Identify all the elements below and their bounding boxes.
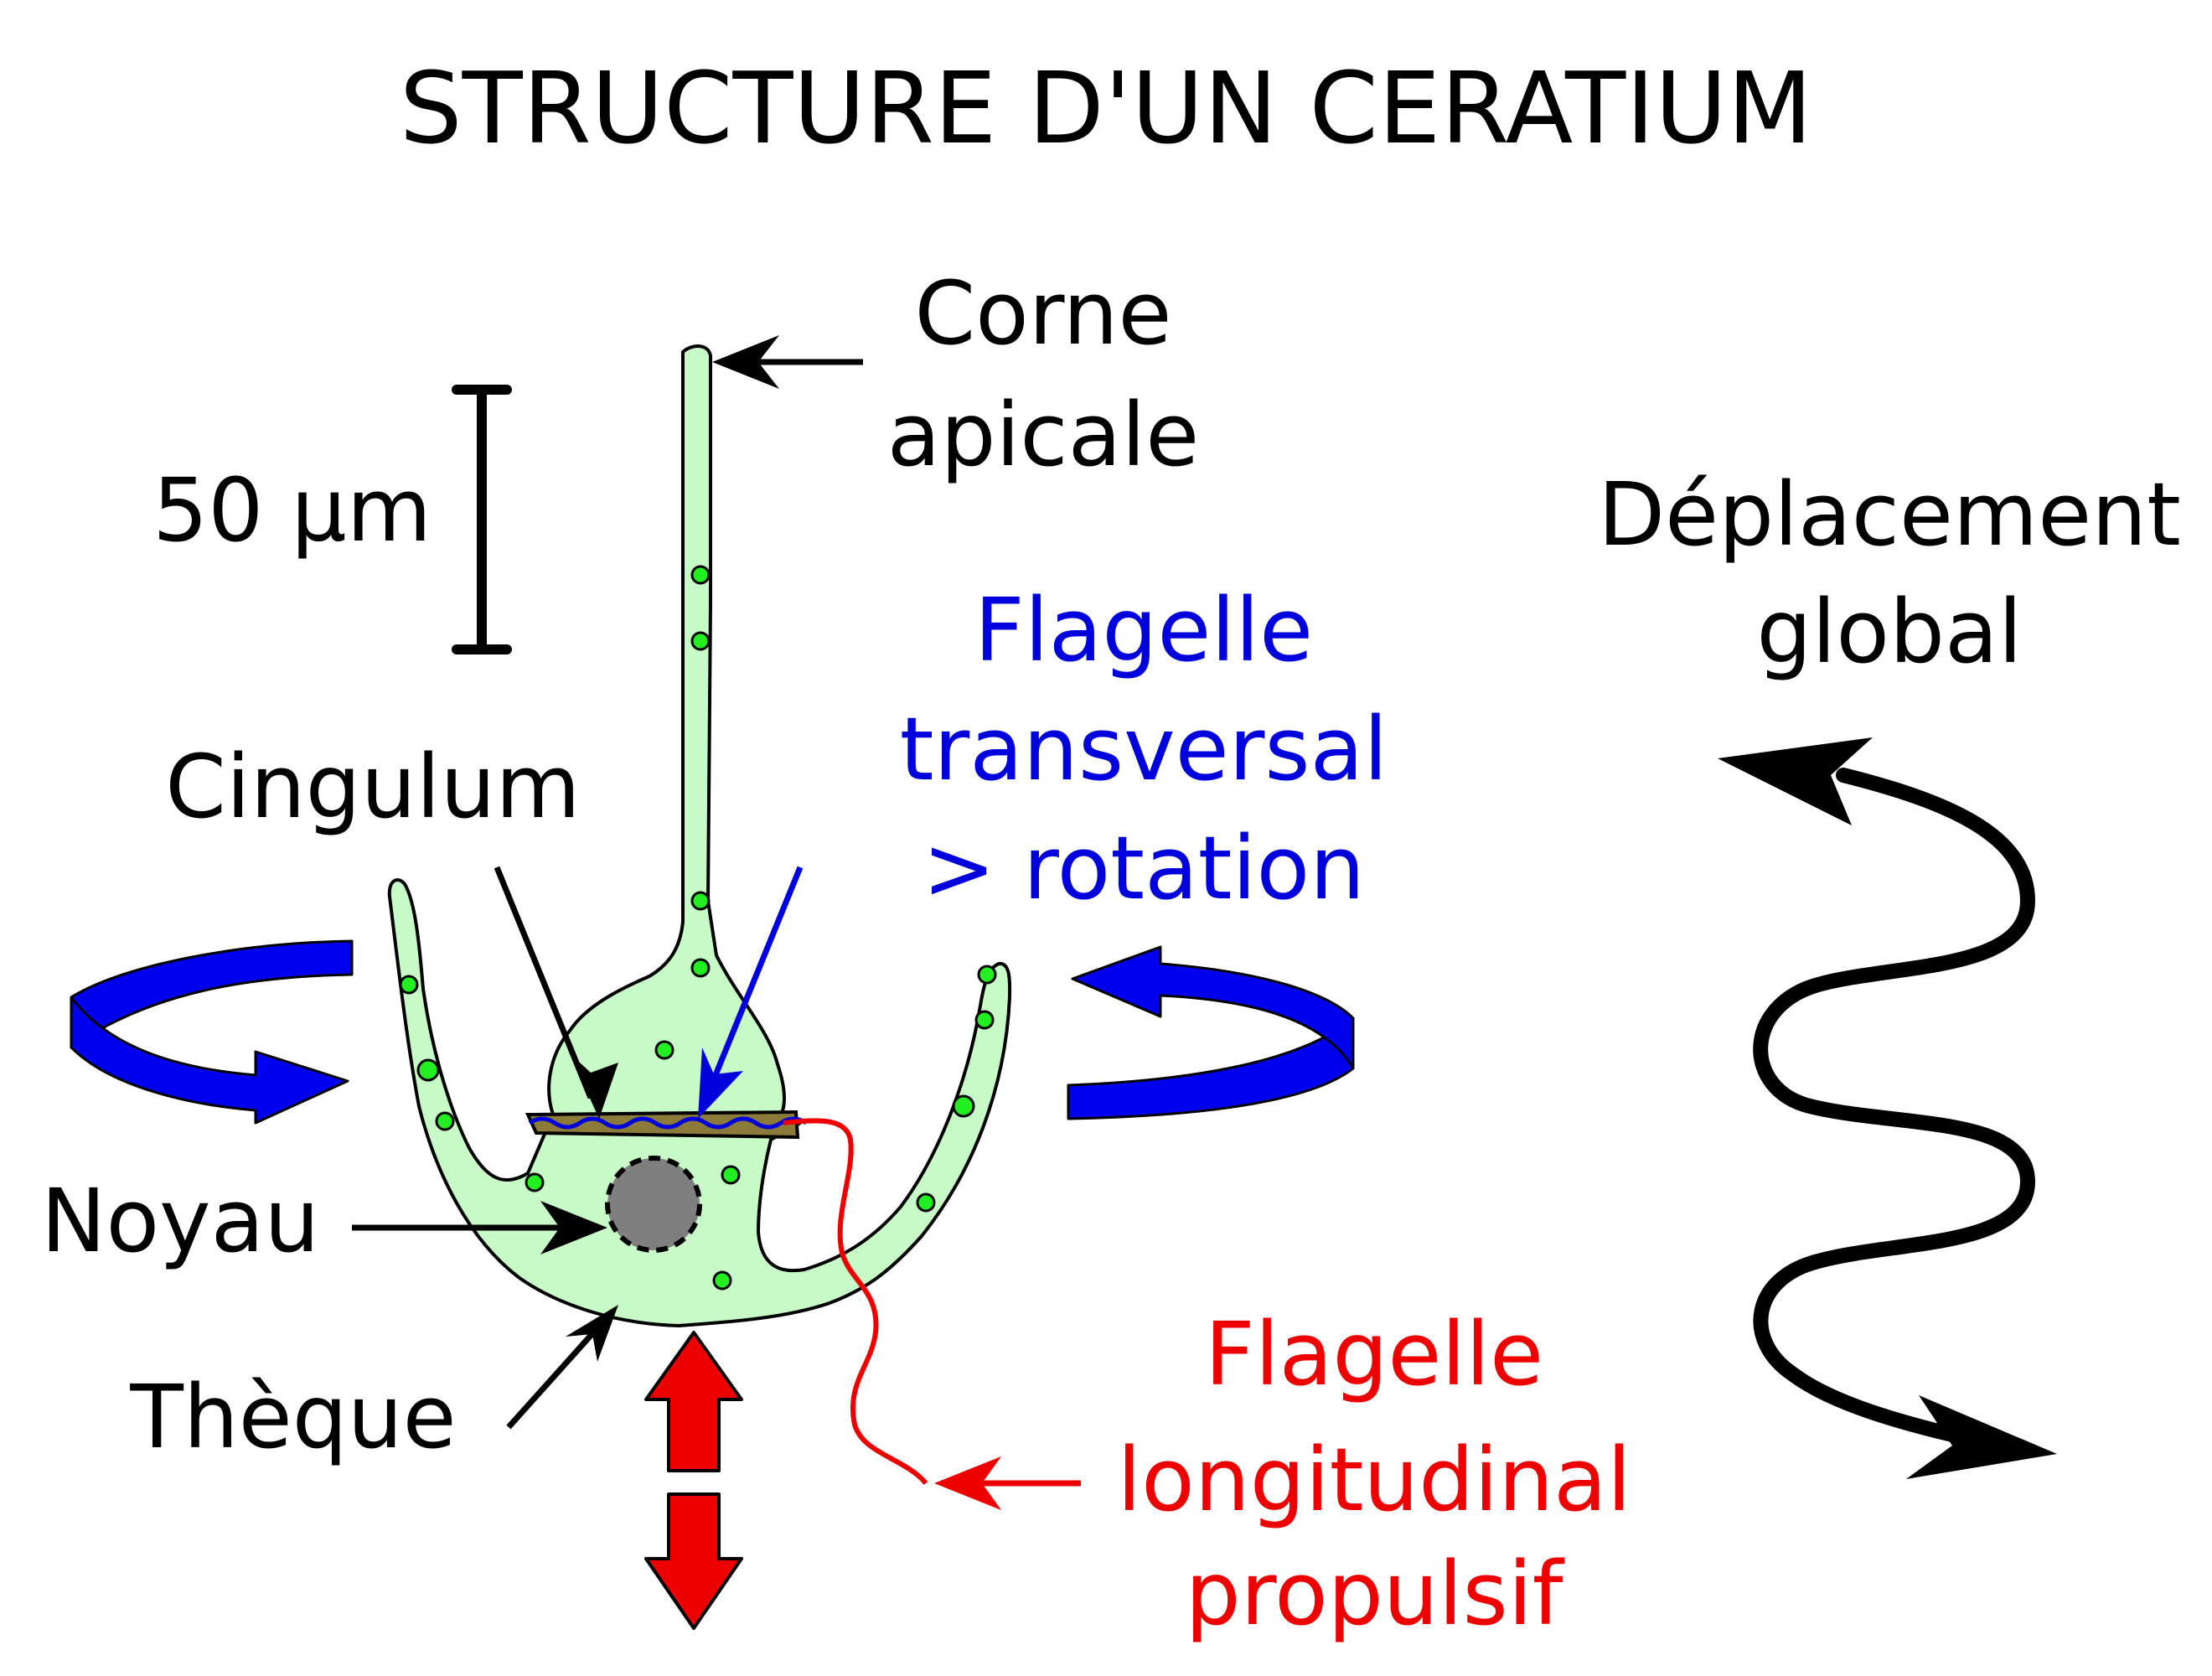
rotation-arrow-right: [1067, 945, 1355, 1120]
trajectory-arrow: [1718, 737, 2057, 1479]
theque-pointer-arrow: [506, 1305, 618, 1430]
scale-label: 50 µm: [152, 459, 432, 561]
deplacement-global-label-line2: global: [1756, 581, 2022, 683]
flagelle-longitudinal-label-line1: Flagelle: [1205, 1303, 1543, 1405]
granule: [721, 1165, 741, 1185]
granule: [916, 1192, 936, 1213]
granule: [399, 975, 419, 995]
flagelle-longitudinal-label-line3: propulsif: [1186, 1543, 1565, 1645]
diagram-title: STRUCTURE D'UN CERATIUM: [400, 50, 1812, 166]
deplacement-global-label-line1: Déplacement: [1598, 463, 2181, 566]
propulsion-arrow: [644, 1331, 743, 1630]
granule: [690, 958, 711, 978]
granule: [690, 565, 711, 585]
corne-apicale-label-line2: apicale: [887, 384, 1199, 486]
flagelle-transversal-label-line1: Flagelle: [974, 579, 1313, 681]
flagelle-transversal-label-line2: transversal: [900, 698, 1388, 800]
granule: [416, 1058, 440, 1082]
noyau-pointer-arrow: [352, 1201, 607, 1254]
granule: [977, 965, 997, 985]
flagelle-transversal-label-line3: > rotation: [923, 817, 1365, 919]
granule: [525, 1172, 545, 1192]
corne-apicale-pointer-arrow: [712, 335, 863, 389]
cingulum-label: Cingulum: [165, 736, 580, 838]
cytoplasm-granules: [399, 565, 997, 1291]
granule: [435, 1111, 455, 1131]
cingulum-band: [525, 1110, 808, 1140]
flagelle-longitudinal-pointer-arrow: [934, 1456, 1081, 1510]
granule: [690, 631, 711, 651]
granule: [712, 1270, 732, 1291]
granule: [952, 1094, 975, 1118]
longitudinal-flagellum: [783, 1118, 928, 1485]
rotation-arrow-left: [70, 939, 354, 1125]
nucleus: [605, 1156, 702, 1253]
flagelle-transversal-pointer-arrow: [698, 866, 804, 1119]
granule: [974, 1010, 995, 1030]
granule: [690, 891, 711, 911]
granule: [654, 1040, 674, 1060]
scale-bar: [452, 385, 512, 654]
theque-label: Thèque: [129, 1366, 456, 1468]
noyau-label: Noyau: [41, 1170, 320, 1272]
theque-outline: [387, 344, 1012, 1327]
cingulum-pointer-arrow: [494, 866, 618, 1119]
flagelle-longitudinal-label-line2: longitudinal: [1117, 1429, 1631, 1531]
ceratium-cell: [387, 344, 1012, 1327]
corne-apicale-label-line1: Corne: [914, 262, 1171, 365]
